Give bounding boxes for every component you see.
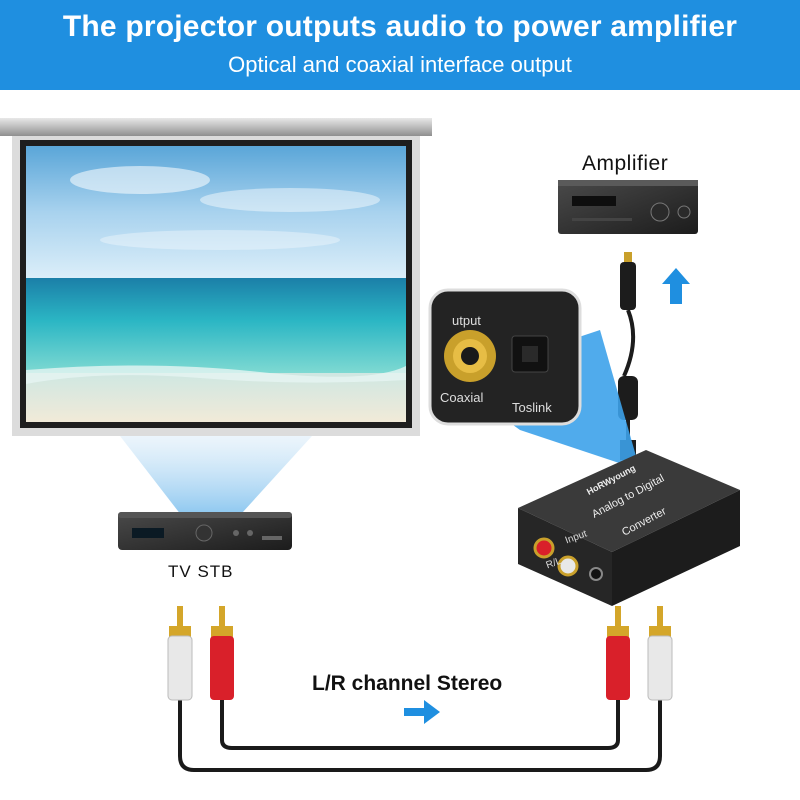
- arrow-right-icon: [404, 700, 440, 724]
- screen-roller: [0, 118, 432, 136]
- connection-diagram: [0, 118, 740, 772]
- page-subtitle: Optical and coaxial interface output: [228, 52, 572, 77]
- lr-channel-label: L/R channel Stereo: [312, 672, 503, 695]
- projection-beam: [120, 436, 312, 524]
- rca-plug-white-left: [167, 606, 193, 701]
- converter-device: [518, 450, 740, 606]
- coaxial-label: Coaxial: [440, 390, 484, 405]
- ports-zoom-callout: [428, 288, 640, 470]
- tv-stb-label: TV STB: [168, 562, 234, 581]
- rca-cable: [167, 606, 673, 772]
- rca-plug-red-left: [210, 606, 234, 700]
- output-label: utput: [452, 313, 481, 328]
- rca-plug-red-right: [606, 606, 630, 700]
- arrow-up-icon: [662, 268, 690, 304]
- toslink-label: Toslink: [512, 400, 552, 415]
- page-title: The projector outputs audio to power amp…: [62, 10, 738, 43]
- amplifier-device: [558, 180, 698, 234]
- tv-stb-device: [118, 512, 292, 550]
- rca-plug-white-right: [647, 606, 673, 701]
- sky: [26, 146, 406, 278]
- sea: [26, 278, 406, 373]
- header-banner: The projector outputs audio to power amp…: [0, 0, 800, 90]
- projector-screen: [0, 118, 432, 436]
- amplifier-label: Amplifier: [582, 152, 669, 175]
